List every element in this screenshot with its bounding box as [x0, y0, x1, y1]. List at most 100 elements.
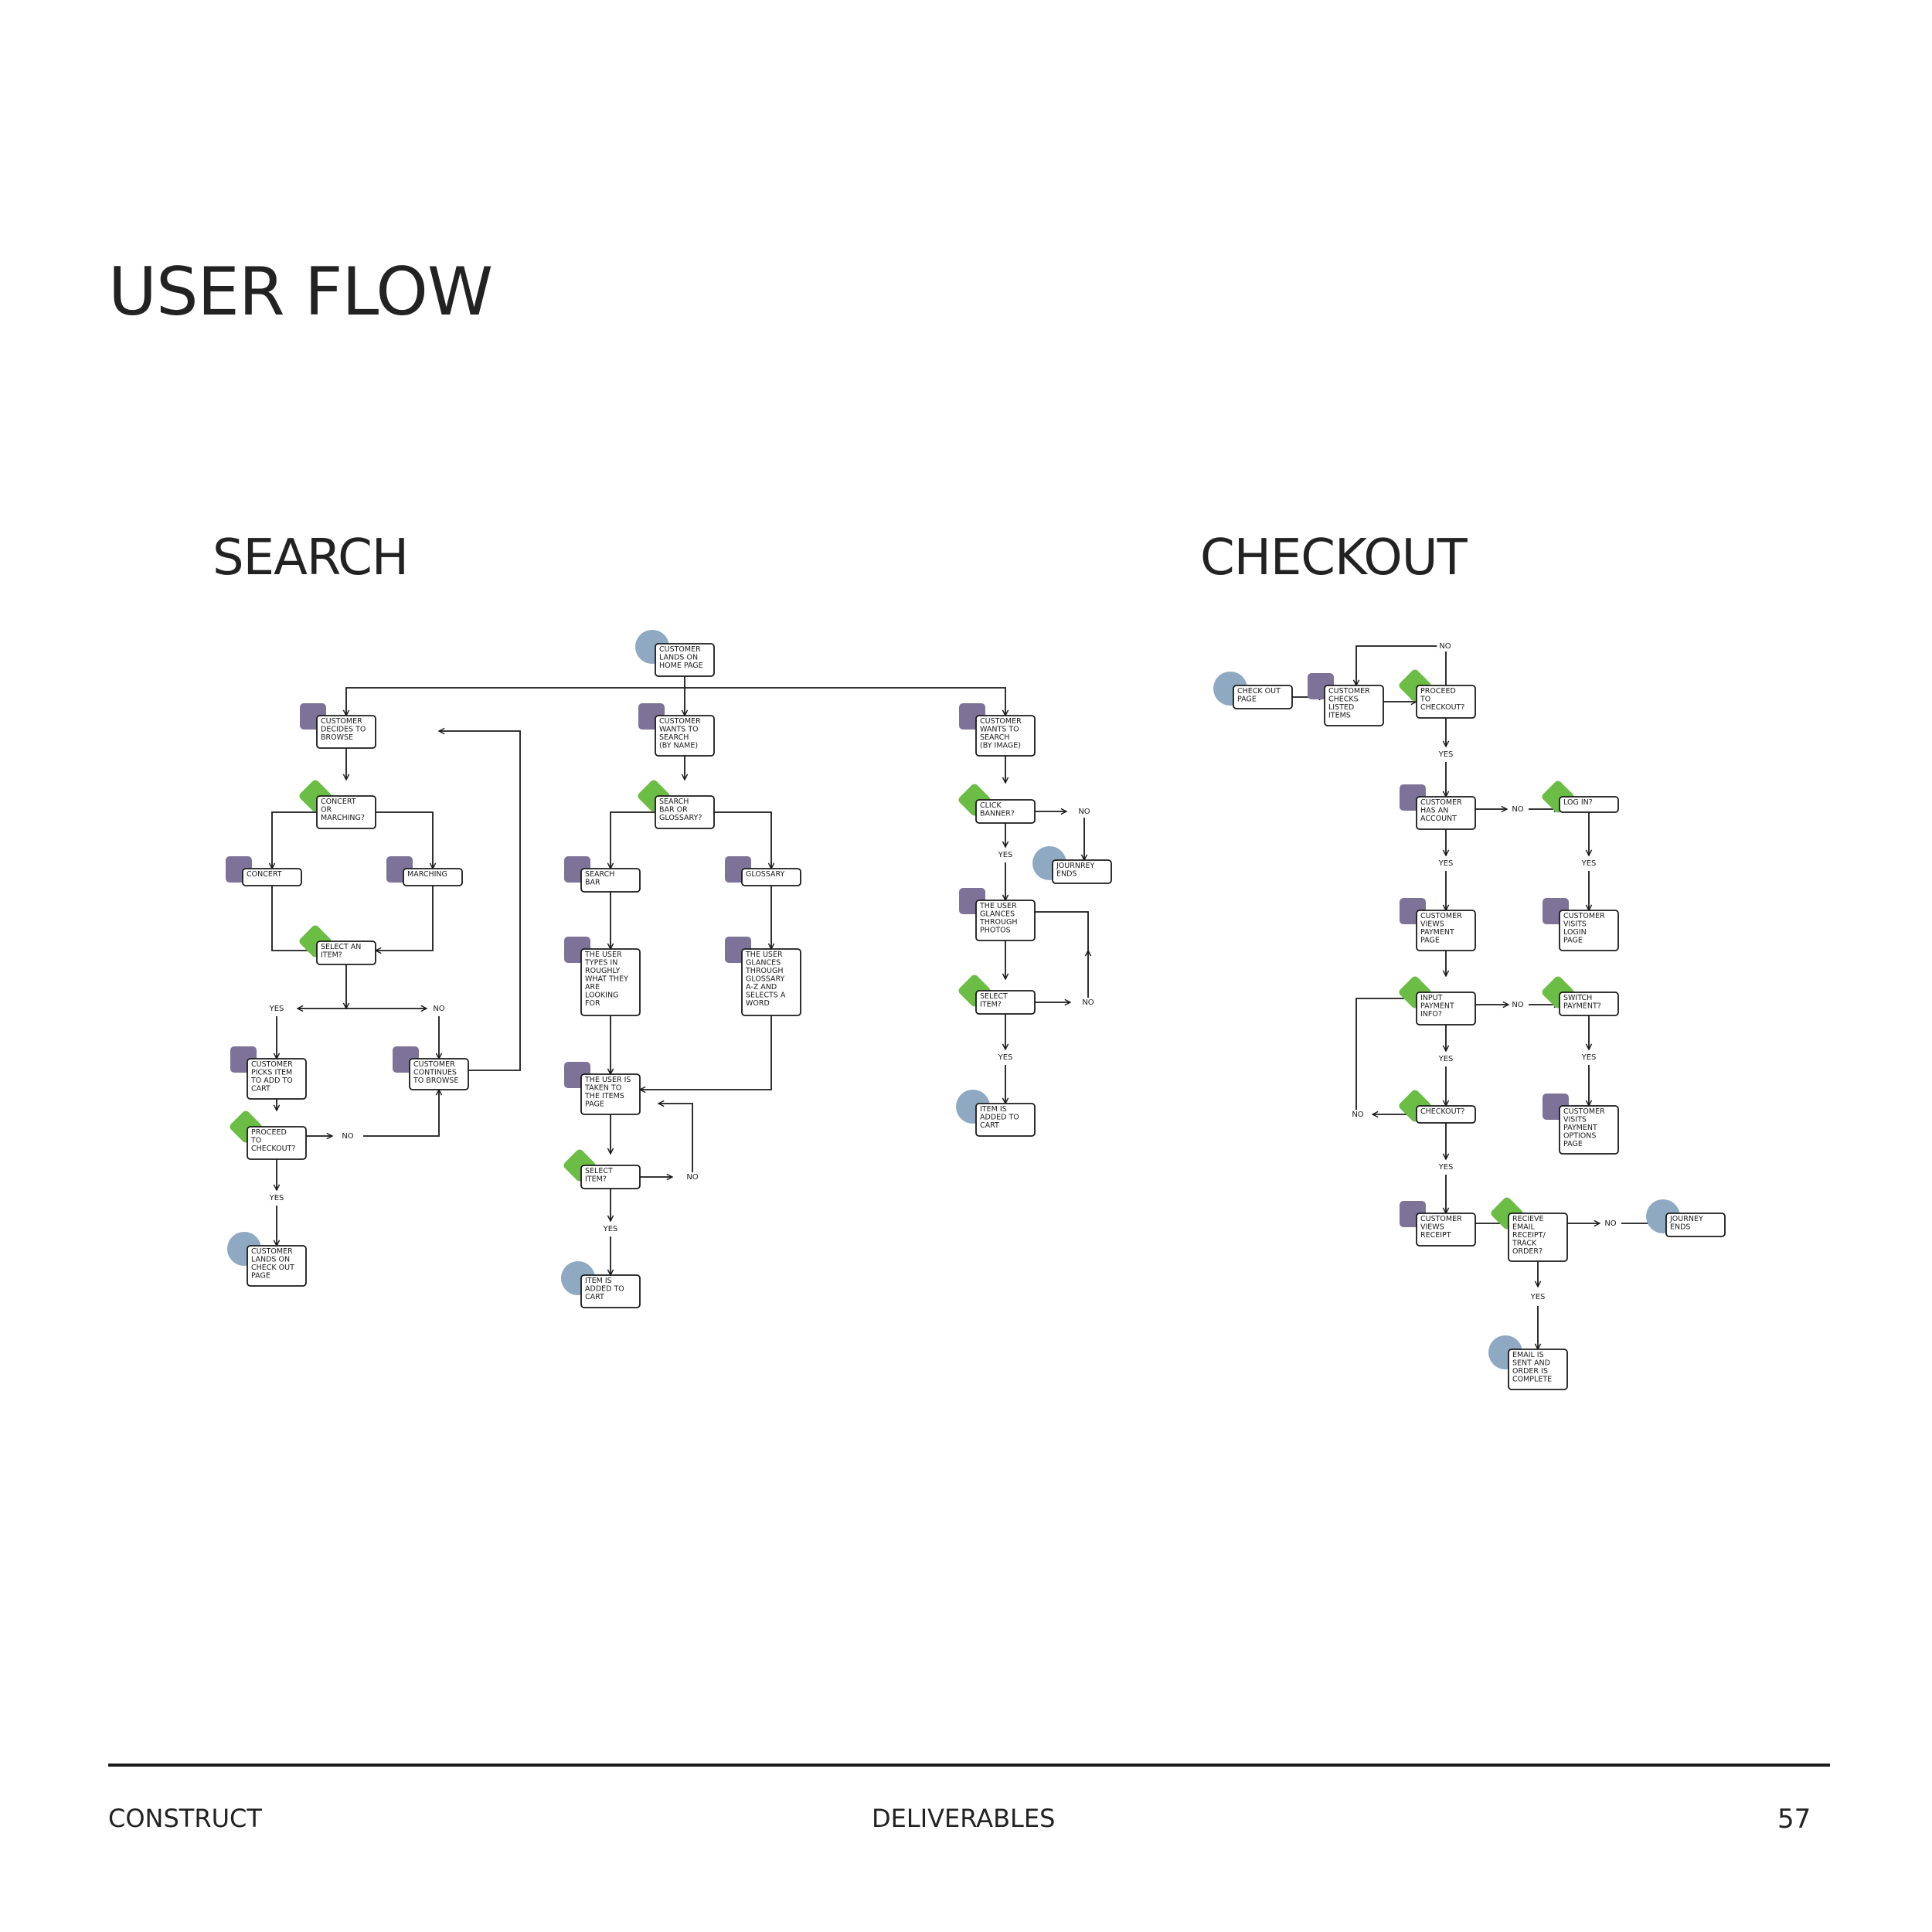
node-box: [1559, 1105, 1619, 1155]
branch-label-bg: [1080, 998, 1097, 1008]
branch-label-checkout-yes3: YES: [1438, 859, 1454, 868]
node-box: [1233, 685, 1293, 709]
node-box: [1559, 992, 1619, 1016]
flow-node-s-concert: CONCERT: [226, 856, 302, 886]
branch-label-bg: [684, 1172, 701, 1182]
node-box: [316, 940, 376, 965]
node-box: [316, 715, 376, 749]
branch-label-checkout-yes7: YES: [1530, 1293, 1546, 1301]
node-box: [409, 1058, 469, 1090]
branch-label-checkout-yes6: YES: [1438, 1163, 1454, 1172]
branch-label-checkout-no2: NO: [1512, 1001, 1523, 1009]
node-box: [316, 795, 376, 829]
flow-connector-22: [714, 811, 771, 869]
branch-label-bg: [1602, 1219, 1619, 1229]
page-title: USER FLOW: [108, 253, 493, 331]
node-label: MARCHING: [407, 870, 447, 879]
flow-connector-61: [1355, 998, 1417, 1114]
branch-label-bg: [266, 1004, 287, 1014]
node-box: [580, 1274, 641, 1308]
node-label: CONCERT: [247, 870, 282, 879]
flow-connector-8: [376, 886, 434, 951]
node-box: [1559, 796, 1619, 813]
branch-label-bg: [1349, 1110, 1366, 1120]
branch-label-search-yes3: YES: [603, 1225, 618, 1233]
node-box: [247, 1126, 307, 1160]
node-box: [1665, 1213, 1726, 1237]
branch-label-bg: [339, 1131, 356, 1141]
flow-node-s-glossary: GLOSSARY: [725, 856, 801, 886]
node-box: [403, 868, 463, 886]
node-box: [1416, 1213, 1476, 1247]
node-box: [975, 900, 1036, 941]
flow-connector-44: [1356, 645, 1447, 685]
branch-label-bg: [1435, 859, 1456, 869]
branch-label-bg: [430, 1004, 447, 1014]
branch-label-search-yes2: YES: [269, 1194, 284, 1202]
footer-divider: [108, 1764, 1830, 1767]
flow-connector-7: [271, 886, 317, 951]
node-label: LOG IN?: [1563, 798, 1593, 807]
flow-node-c-checkout-q: CHECKOUT?: [1399, 1090, 1476, 1124]
flow-connector-17: [363, 1090, 439, 1137]
branch-label-bg: [1435, 750, 1456, 760]
flow-connector-14: [439, 731, 521, 1071]
branch-label-bg: [1076, 807, 1093, 817]
branch-label-search-yes1: YES: [269, 1005, 284, 1013]
node-box: [1324, 685, 1384, 726]
node-box: [1416, 1105, 1476, 1124]
branch-label-search-no4: NO: [1078, 808, 1090, 816]
node-box: [1416, 685, 1476, 719]
flow-connector-21: [611, 811, 655, 869]
flow-connector-5: [272, 811, 317, 869]
branch-label-bg: [1509, 804, 1526, 815]
branch-label-bg: [1578, 1053, 1599, 1063]
node-box: [1416, 796, 1476, 830]
branch-label-bg: [600, 1224, 621, 1234]
node-box: [741, 868, 801, 886]
branch-label-checkout-yes1: YES: [1438, 750, 1454, 759]
flow-connector-26: [640, 1015, 772, 1090]
branch-label-search-no2: NO: [342, 1132, 353, 1141]
flow-connector-37: [1035, 911, 1088, 1005]
branch-label-checkout-no4: NO: [1604, 1219, 1616, 1228]
